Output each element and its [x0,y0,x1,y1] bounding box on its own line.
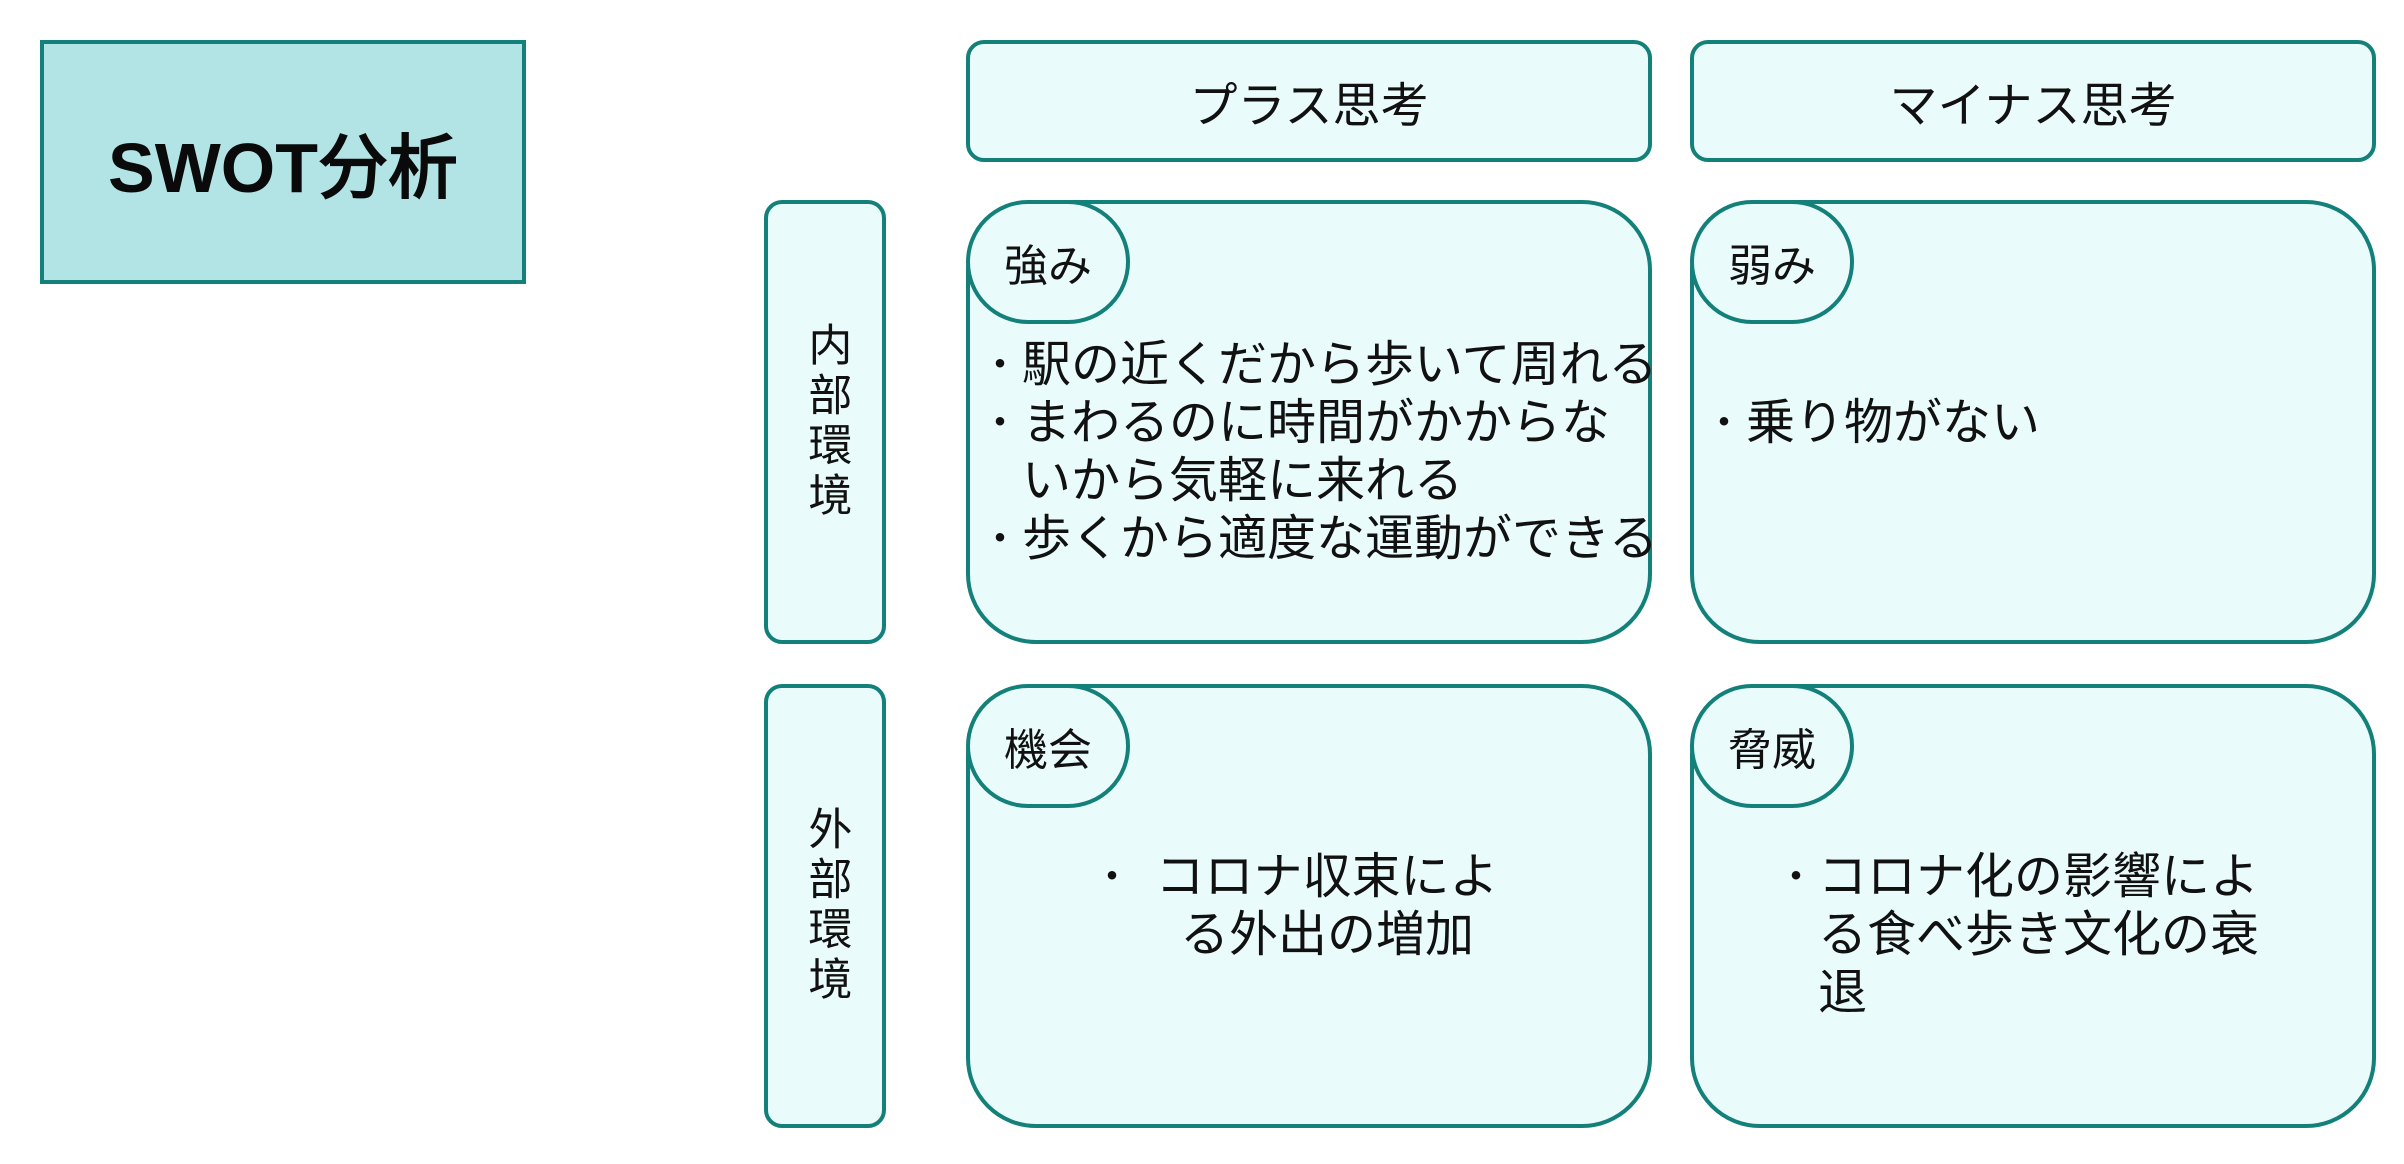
opportunities-badge: 機会 [966,684,1130,808]
weaknesses-badge: 弱み [1690,200,1854,324]
strengths-list: 駅の近くだから歩いて周れる まわるのに時間がかからないから気軽に来れる 歩くから… [980,336,1658,568]
column-header-plus-label: プラス思考 [1189,78,1429,134]
row-header-internal-label: 内部環境 [800,322,852,522]
row-header-internal: 内部環境 [764,200,886,644]
weaknesses-label: 弱み [1728,241,1816,292]
quadrant-weaknesses: 弱み 乗り物がない [1690,200,2376,644]
swot-title-box: SWOT分析 [40,40,526,284]
row-header-external-label: 外部環境 [800,806,852,1006]
strengths-item: 歩くから適度な運動ができる [980,510,1658,568]
column-header-minus: マイナス思考 [1690,40,2376,162]
threats-label: 脅威 [1728,725,1816,776]
weaknesses-list: 乗り物がない [1704,394,2040,452]
opportunities-list: コロナ収束による外出の増加 [1092,848,1520,964]
strengths-item: まわるのに時間がかからないから気軽に来れる [980,394,1640,510]
threats-item: コロナ化の影響による食べ歩き文化の衰退 [1776,848,2304,1022]
opportunities-label: 機会 [1004,725,1092,776]
opportunities-item: コロナ収束による外出の増加 [1092,848,1520,964]
column-header-plus: プラス思考 [966,40,1652,162]
column-header-minus-label: マイナス思考 [1889,78,2177,134]
row-header-external: 外部環境 [764,684,886,1128]
strengths-item: 駅の近くだから歩いて周れる [980,336,1658,394]
quadrant-threats: 脅威 コロナ化の影響による食べ歩き文化の衰退 [1690,684,2376,1128]
threats-badge: 脅威 [1690,684,1854,808]
strengths-badge: 強み [966,200,1130,324]
strengths-label: 強み [1004,241,1092,292]
quadrant-strengths: 強み 駅の近くだから歩いて周れる まわるのに時間がかからないから気軽に来れる 歩… [966,200,1658,644]
quadrant-opportunities: 機会 コロナ収束による外出の増加 [966,684,1652,1128]
weaknesses-item: 乗り物がない [1704,394,2040,452]
page-title: SWOT分析 [108,128,458,207]
threats-list: コロナ化の影響による食べ歩き文化の衰退 [1776,848,2304,1022]
